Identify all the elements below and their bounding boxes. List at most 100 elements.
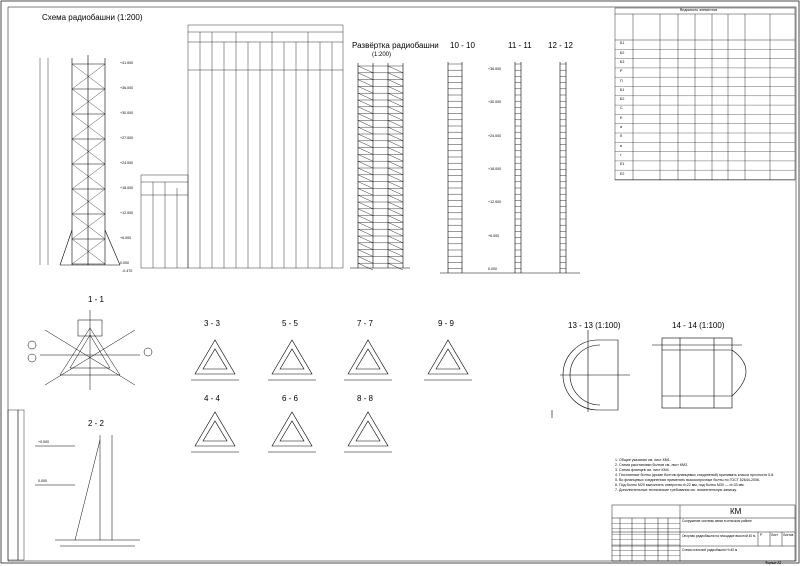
note-item: 6. Под болты М20 выполнять отверстия d=2… [615,483,745,487]
unfold-brace [357,86,374,94]
tower-unfold-scale: (1:200) [372,52,392,58]
note-item: 7. Дополнительные технические требования… [615,488,737,492]
stamp-code: КМ [730,507,742,516]
unfold-brace [357,106,374,114]
unfold-brace [357,242,374,250]
element-table-row-label: Б2 [620,50,625,55]
unfold-brace [357,188,374,196]
section-13-title: 13 - 13 (1:100) [568,321,621,330]
element-table-row-label: г [620,152,622,157]
unfold-brace [357,154,374,162]
unfold-brace [387,256,404,264]
triangle-section-inner [202,348,228,370]
detail-2-2 [35,435,140,547]
triangle-section [271,411,313,447]
plan-view-title: 1 - 1 [88,295,105,304]
element-table-row-label: П [620,78,623,83]
tower-diagonal [71,88,106,115]
element-table [614,7,796,181]
note-item: 5. Во фланцевых соединениях применять вы… [615,478,760,482]
stamp-object: Опорная радиобашня на площадке высотой 4… [682,534,756,538]
detail2-level-top: +0.000 [38,440,50,444]
element-table-row-label: Б2 [620,97,625,102]
title-block [611,504,796,562]
unfold-brace [357,249,374,257]
unfold-brace [357,79,374,87]
tower-diagonals [71,63,106,265]
unfold-brace [387,215,404,223]
section-level-label: +36.000 [488,67,502,71]
section-10-title: 10 - 10 [450,41,475,50]
section-4-title: 4 - 4 [204,394,221,403]
tower-diagonal [71,188,106,215]
tower-diagonal [71,213,106,240]
unfold-brace [357,93,374,101]
vertical-sections [440,62,580,274]
section-level-label: +6.000 [488,233,500,238]
element-table-row-label: а [620,125,622,129]
tower-unfold [350,63,410,269]
element-table-row-label: С [620,106,623,111]
element-table-row-label: Е1 [620,162,625,167]
unfold-brace [387,154,404,162]
tower-level-label: +18.000 [120,186,134,190]
specification-table [140,24,344,269]
note-item: 1. Общие указания см. лист КМ1. [615,458,671,462]
unfold-brace [357,167,374,175]
element-table-row-label: Б1 [620,87,625,92]
stamp-project: Сооружение системы связи в сельском райо… [682,519,752,523]
tower-level-label: 0.000 [120,261,129,265]
triangle-section [347,339,389,375]
element-table-row-label: Е2 [620,171,625,176]
unfold-brace [387,222,404,230]
stamp-sheets-label: Листов [783,533,794,537]
tower-diagonal [71,163,106,190]
unfold-brace [387,140,404,148]
unfold-brace [387,249,404,257]
unfold-brace [387,188,404,196]
unfold-brace [387,229,404,237]
tower-level-label: +12.000 [120,211,134,215]
unfold-brace [387,201,404,209]
triangle-section-inner [355,420,381,442]
section-level-label: +18.000 [488,167,502,171]
unfold-brace [387,113,404,121]
unfold-brace [387,167,404,175]
unfold-brace [387,195,404,203]
tower-scheme-title: Схема радиобашни (1:200) [42,13,143,22]
tower-scheme [59,55,121,266]
tower-level-label: +24.000 [120,161,134,165]
triangle-section-inner [202,420,228,442]
unfold-brace [387,181,404,189]
unfold-brace [357,201,374,209]
tower-diagonal [71,113,106,140]
element-table-row-label: Б1 [620,41,625,46]
unfold-brace [357,133,374,141]
unfold-brace [357,65,374,73]
section-13-13 [551,330,630,418]
detail-2-title: 2 - 2 [88,419,105,428]
unfold-brace [387,86,404,94]
unfold-brace [387,93,404,101]
unfold-brace [387,147,404,155]
triangle-section [271,339,313,375]
tower-diagonal [71,238,106,265]
detail2-level-bottom: 0.000 [38,479,47,483]
unfold-brace [357,99,374,107]
element-table-header: Ведомость элементов [680,8,718,12]
tower-level-label: +41.000 [120,61,134,65]
tower-rungs [72,63,105,265]
triangle-section [194,411,236,447]
stamp-sheet-label: Лист [771,533,778,537]
triangle-section-inner [279,348,305,370]
tower-level-label: +36.000 [120,86,134,90]
unfold-brace [357,195,374,203]
plan-view-1-1 [27,310,153,390]
stamp-stage: Р [760,533,763,537]
unfold-brace [357,208,374,216]
section-5-title: 5 - 5 [282,319,299,328]
unfold-brace [387,65,404,73]
unfold-brace [357,235,374,243]
section-14-14 [652,337,747,409]
section-6-title: 6 - 6 [282,394,299,403]
